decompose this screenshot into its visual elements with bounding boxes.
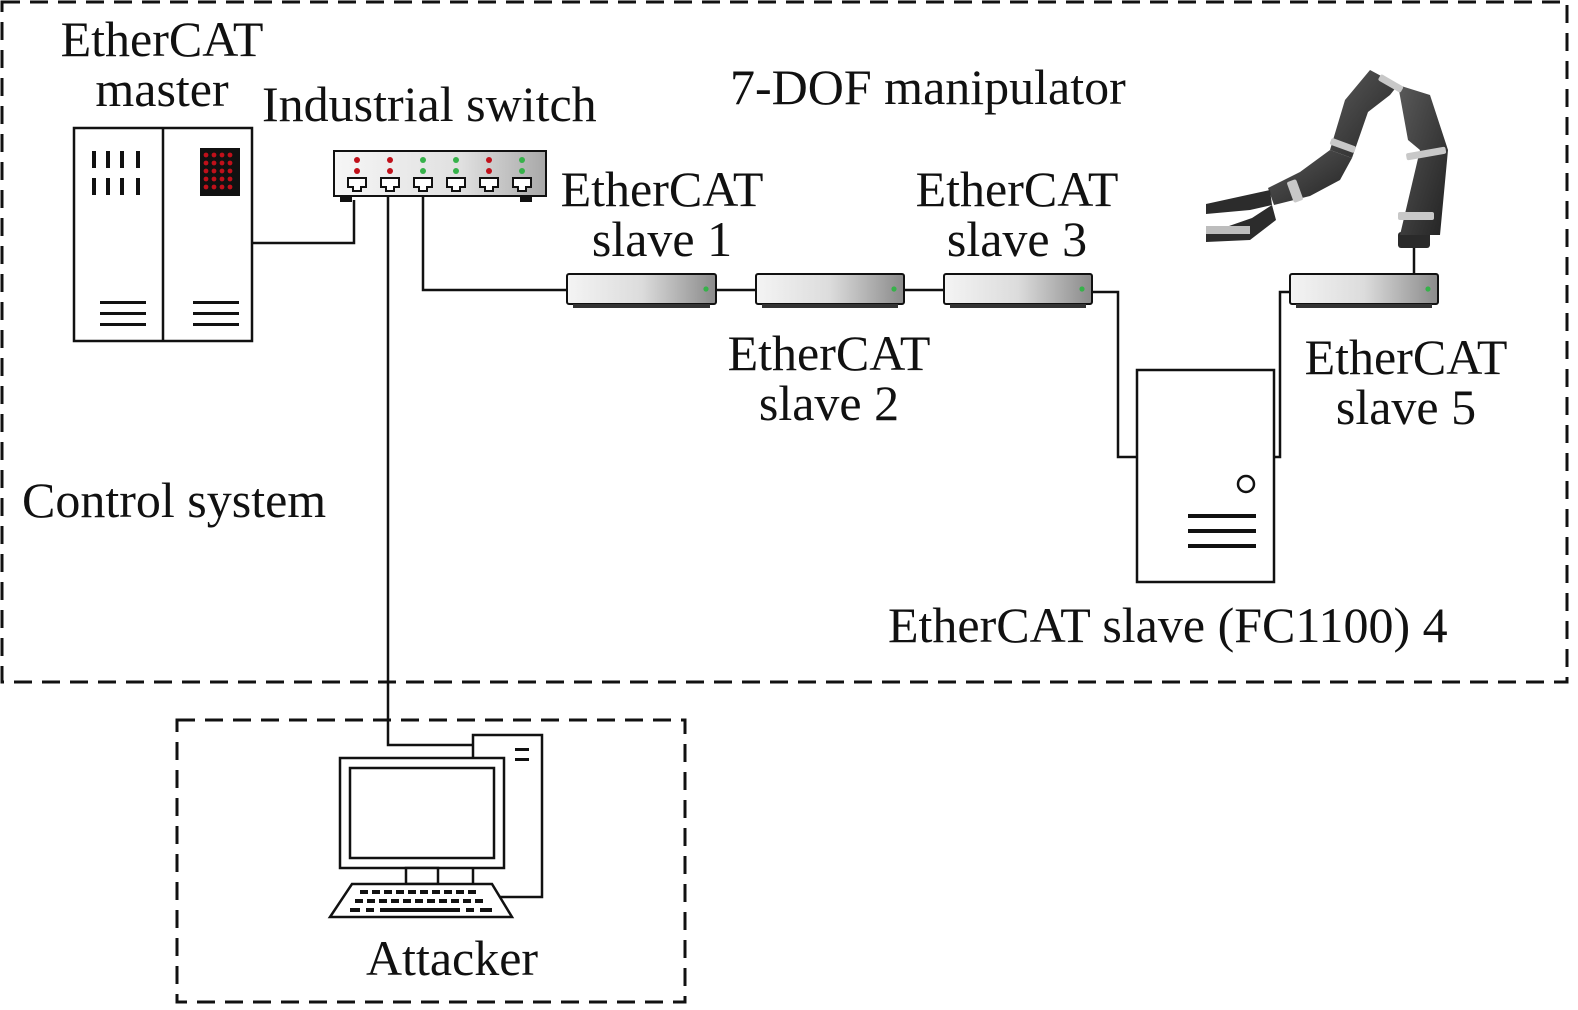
industrial-switch-icon bbox=[333, 150, 547, 202]
ethercat-slave-4-icon bbox=[1135, 368, 1276, 584]
control-system-label: Control system bbox=[22, 472, 327, 528]
slave3-label-line1: EtherCAT bbox=[915, 161, 1119, 217]
switch-label: Industrial switch bbox=[262, 76, 597, 132]
ethercat-slave-5-icon bbox=[1289, 273, 1439, 308]
manipulator-label: 7-DOF manipulator bbox=[730, 59, 1126, 115]
slave1-label-line2: slave 1 bbox=[591, 211, 733, 267]
cable-switch-attacker bbox=[386, 197, 473, 747]
attacker-label: Attacker bbox=[365, 930, 539, 986]
attacker-computer-icon bbox=[327, 733, 544, 919]
master-label-line2: master bbox=[95, 61, 229, 117]
robot-arm-icon bbox=[1206, 70, 1448, 248]
slave4-label: EtherCAT slave (FC1100) 4 bbox=[888, 597, 1448, 653]
cable-slave4-slave5 bbox=[1274, 290, 1290, 459]
network-cables bbox=[250, 194, 1416, 747]
ethercat-slave-3-icon bbox=[943, 273, 1093, 308]
slave1-label-line1: EtherCAT bbox=[560, 161, 764, 217]
slave5-label-line2: slave 5 bbox=[1335, 379, 1477, 435]
slave2-label-line1: EtherCAT bbox=[727, 325, 931, 381]
ethercat-slave-2-icon bbox=[755, 273, 905, 308]
slave5-label-line1: EtherCAT bbox=[1304, 329, 1508, 385]
cable-master-switch bbox=[250, 200, 356, 245]
switch-ports bbox=[347, 177, 532, 192]
switch-port-leds bbox=[354, 157, 525, 174]
cable-slave3-slave4 bbox=[1092, 290, 1137, 459]
slave3-label-line2: slave 3 bbox=[946, 211, 1088, 267]
master-label-line1: EtherCAT bbox=[60, 11, 264, 67]
slave2-label-line2: slave 2 bbox=[758, 375, 900, 431]
ethercat-slave-1-icon bbox=[566, 273, 717, 308]
ethercat-master-icon bbox=[72, 126, 254, 343]
cable-switch-slave1 bbox=[421, 194, 567, 292]
attacker-boundary bbox=[175, 718, 687, 1004]
control-system-boundary bbox=[0, 0, 1569, 684]
